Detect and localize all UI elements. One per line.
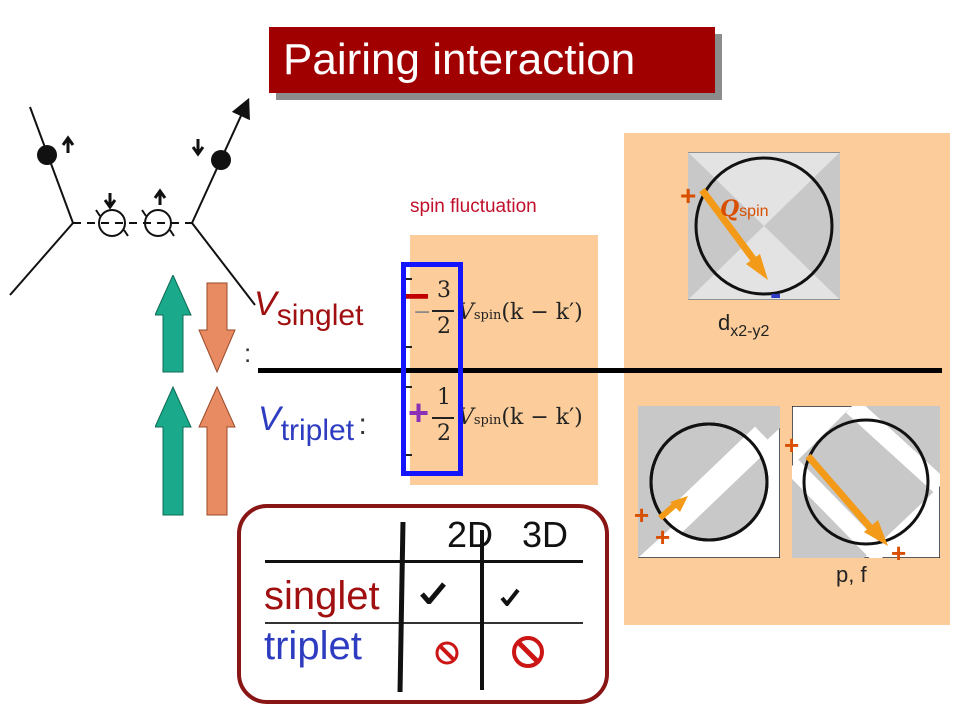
feynman-diagram xyxy=(9,97,256,306)
v-singlet-colon: : xyxy=(244,338,252,368)
singlet-up-arrow-icon xyxy=(155,275,192,373)
d-plus-sign: + xyxy=(680,180,697,211)
table-col-3d: 3D xyxy=(522,514,569,555)
summary-table xyxy=(237,504,609,704)
p-plus-sign-4: + xyxy=(891,538,907,568)
v-triplet-label: Vtriplet : xyxy=(258,400,367,447)
table-row-triplet: triplet xyxy=(264,624,362,668)
table-col-2d: 2D xyxy=(447,514,494,555)
triplet-plus-sign: + xyxy=(408,392,430,433)
triplet-vspin-expr: Vspin(k − k′) xyxy=(458,405,583,430)
singlet-vspin-expr: Vspin(k − k′) xyxy=(458,300,583,325)
p-wave-fermi-surface-2d xyxy=(638,406,780,558)
singlet-down-arrow-icon xyxy=(198,282,236,374)
table-row-singlet: singlet xyxy=(264,574,380,618)
v-singlet-label: Vsinglet xyxy=(254,285,364,332)
triplet-2d-prohibited-icon xyxy=(435,641,459,665)
table-col-rule-2 xyxy=(480,530,484,690)
d-minus-sign: - xyxy=(770,275,782,313)
p-plus-sign-2: + xyxy=(655,522,671,552)
spin-fluctuation-label: spin fluctuation xyxy=(410,196,537,217)
q-spin-label: Qspin xyxy=(720,196,769,222)
singlet-frac-num: 3 xyxy=(437,278,451,303)
singlet-frac-bar xyxy=(432,310,454,312)
spin-fluctuation-panel xyxy=(410,235,598,485)
p-wave-fermi-surface-3d xyxy=(792,406,940,558)
singlet-faded-sign: − xyxy=(413,300,432,325)
table-header-rule xyxy=(265,560,583,563)
table-row-rule xyxy=(265,622,583,624)
pf-wave-label: p, f xyxy=(836,562,867,587)
short-q-arrow xyxy=(658,496,688,521)
singlet-2d-check-icon xyxy=(420,582,446,604)
spin-arrows xyxy=(155,275,236,516)
p-plus-sign-1: + xyxy=(634,500,650,530)
page-title: Pairing interaction xyxy=(269,27,715,93)
triplet-frac-num: 1 xyxy=(437,385,451,410)
triplet-up-arrow-icon-1 xyxy=(155,385,192,516)
triplet-frac-bar xyxy=(432,417,454,419)
triplet-up-arrow-icon-2 xyxy=(198,385,236,516)
d-wave-fermi-surface xyxy=(688,152,840,300)
singlet-3d-check-icon xyxy=(500,588,520,606)
sign-highlight-box xyxy=(401,262,463,476)
singlet-minus-sign: − xyxy=(404,272,430,321)
horizontal-divider xyxy=(258,368,942,373)
triplet-frac-den: 2 xyxy=(437,421,451,446)
singlet-frac-den: 2 xyxy=(437,314,451,339)
d-wave-label: dx2-y2 xyxy=(718,310,770,340)
p-plus-sign-3: + xyxy=(784,430,800,460)
triplet-3d-prohibited-icon xyxy=(512,636,544,668)
